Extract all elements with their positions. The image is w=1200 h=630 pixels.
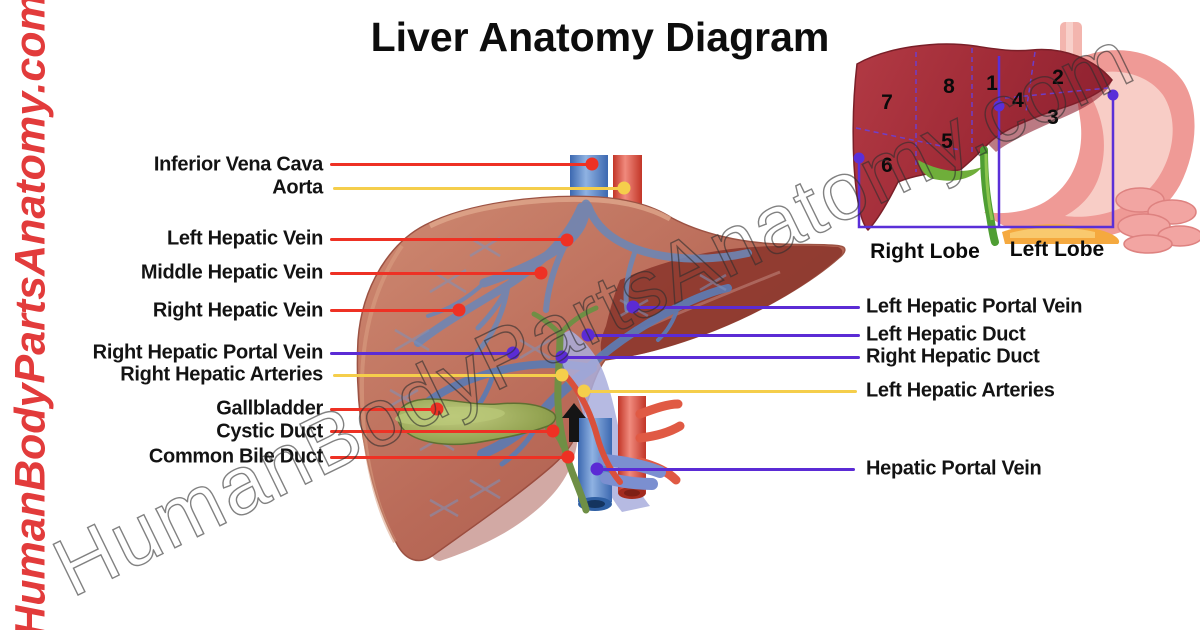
label-middle-hepatic-vein: Middle Hepatic Vein: [140, 261, 323, 284]
leader-dot-right-hepatic-arteries: [555, 368, 569, 382]
segment-number-3: 3: [1047, 106, 1059, 129]
leader-line-gallbladder: [330, 408, 437, 411]
leader-line-inferior-vena-cava: [330, 163, 592, 166]
mini-gallbladder-duct: [918, 146, 999, 246]
segment-divider-lines: [855, 48, 1109, 172]
label-right-hepatic-vein: Right Hepatic Vein: [152, 299, 323, 322]
leader-dot-left-hepatic-portal-vein: [626, 300, 640, 314]
leader-dot-middle-hepatic-vein: [534, 266, 548, 280]
label-right-lobe: Right Lobe: [870, 240, 980, 263]
leader-line-aorta: [333, 187, 624, 190]
leader-line-right-hepatic-duct: [562, 356, 860, 359]
label-left-lobe: Left Lobe: [1009, 238, 1105, 261]
leader-dot-left-hepatic-vein: [560, 233, 574, 247]
label-left-hepatic-vein: Left Hepatic Vein: [166, 227, 323, 250]
leader-dot-inferior-vena-cava: [585, 157, 599, 171]
label-hepatic-portal-vein: Hepatic Portal Vein: [866, 457, 1042, 480]
leader-line-left-hepatic-duct: [588, 334, 860, 337]
segment-number-8: 8: [943, 75, 955, 98]
leader-line-cystic-duct: [330, 430, 553, 433]
label-aorta: Aorta: [272, 176, 323, 199]
label-right-hepatic-arteries: Right Hepatic Arteries: [120, 363, 323, 386]
segment-number-5: 5: [941, 130, 953, 153]
segment-number-7: 7: [881, 91, 893, 114]
leader-line-right-hepatic-arteries: [333, 374, 562, 377]
label-common-bile-duct: Common Bile Duct: [148, 445, 323, 468]
lobe-bracket: [857, 56, 1115, 229]
leader-dot-right-hepatic-portal-vein: [506, 346, 520, 360]
leader-dot-cystic-duct: [546, 424, 560, 438]
leader-line-middle-hepatic-vein: [330, 272, 541, 275]
label-right-hepatic-portal-vein: Right Hepatic Portal Vein: [92, 341, 324, 364]
segment-number-6: 6: [881, 154, 893, 177]
leader-line-hepatic-portal-vein: [597, 468, 855, 471]
mini-liver-segments-diagram: [852, 22, 1200, 254]
segment-number-4: 4: [1012, 89, 1024, 112]
liver-left-highlight: [359, 244, 404, 543]
page-title: Liver Anatomy Diagram: [370, 14, 830, 60]
leader-line-left-hepatic-vein: [330, 238, 567, 241]
leader-dot-left-hepatic-arteries: [577, 384, 591, 398]
leader-dot-gallbladder: [430, 402, 444, 416]
leader-dot-common-bile-duct: [561, 450, 575, 464]
liver-underside-dark: [600, 245, 843, 360]
leader-dot-hepatic-portal-vein: [590, 462, 604, 476]
leader-line-left-hepatic-arteries: [584, 390, 857, 393]
flow-arrow-up: [562, 403, 586, 442]
leader-dot-left-hepatic-duct: [581, 328, 595, 342]
watermark-side: HumanBodyPartsAnatomy.com: [6, 0, 55, 630]
leader-line-common-bile-duct: [330, 456, 568, 459]
pancreas-highlight: [1010, 227, 1095, 238]
leader-dot-right-hepatic-duct: [555, 350, 569, 364]
segment-number-1: 1: [986, 72, 998, 95]
liver-top-highlight: [428, 196, 672, 229]
label-right-hepatic-duct: Right Hepatic Duct: [866, 345, 1040, 368]
leader-dot-right-hepatic-vein: [452, 303, 466, 317]
label-gallbladder: Gallbladder: [216, 397, 323, 420]
lobe-bracket-dots: [853, 89, 1119, 164]
leader-dot-aorta: [617, 181, 631, 195]
leader-line-left-hepatic-portal-vein: [633, 306, 860, 309]
label-left-hepatic-arteries: Left Hepatic Arteries: [866, 379, 1055, 402]
leader-line-right-hepatic-portal-vein: [330, 352, 513, 355]
leader-line-right-hepatic-vein: [330, 309, 459, 312]
intestines-shape: [1115, 187, 1200, 254]
label-cystic-duct: Cystic Duct: [216, 420, 323, 443]
mini-liver-shadow: [988, 80, 1112, 152]
label-left-hepatic-duct: Left Hepatic Duct: [866, 323, 1026, 346]
label-left-hepatic-portal-vein: Left Hepatic Portal Vein: [866, 295, 1083, 318]
liver-bottom-shadow: [432, 436, 578, 561]
label-inferior-vena-cava: Inferior Vena Cava: [153, 153, 323, 176]
segment-number-2: 2: [1052, 66, 1064, 89]
